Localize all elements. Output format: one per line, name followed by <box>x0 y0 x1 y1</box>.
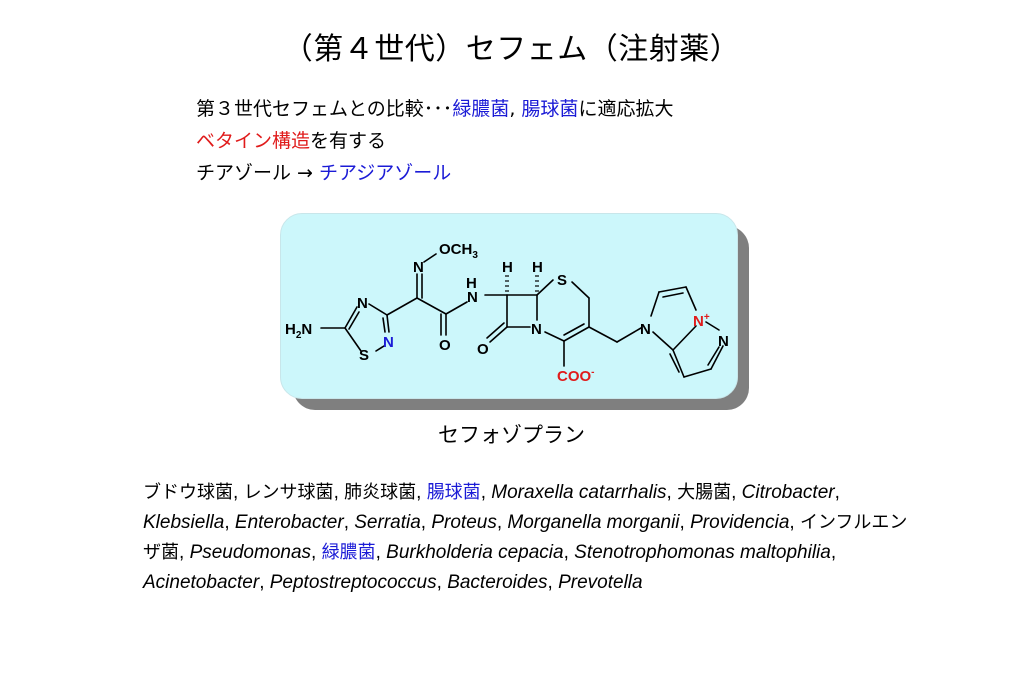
label-h2n: H2N <box>285 321 312 341</box>
separator: , <box>436 572 448 593</box>
label-och3: OCH3 <box>439 241 478 261</box>
label-n-amide: N <box>467 289 478 306</box>
page-title: （第４世代）セフェム（注射薬） <box>282 32 741 67</box>
organism-name: Peptostreptococcus <box>269 572 437 593</box>
separator: , <box>375 542 387 563</box>
separator: , <box>666 482 678 503</box>
point-1-prefix: 第３世代セフェムとの比較･･･ <box>196 98 453 120</box>
separator: , <box>547 572 559 593</box>
organism-name: Bacteroides <box>447 572 548 593</box>
label-n-imine: N <box>413 259 424 276</box>
point-3-thiadiazole: チアジアゾール <box>319 162 452 184</box>
organism-name: Stenotrophomonas maltophilia <box>574 542 831 563</box>
organism-name: Morganella morganii <box>507 512 680 533</box>
separator: , <box>731 482 742 503</box>
label-s-thiadiazole: S <box>359 347 369 364</box>
label-n-plus: N+ <box>693 312 710 330</box>
organism-name: Moraxella catarrhalis <box>491 482 667 503</box>
organism-name: 肺炎球菌 <box>344 482 417 503</box>
separator: , <box>420 512 432 533</box>
label-s-ring: S <box>557 272 567 289</box>
point-2-betaine: ベタイン構造 <box>196 130 311 152</box>
organism-name: Klebsiella <box>143 512 225 533</box>
separator: , <box>224 512 235 533</box>
separator: , <box>834 482 840 503</box>
organism-name: インフルエンザ菌 <box>143 512 908 563</box>
separator: , <box>259 572 270 593</box>
point-line-1: 第３世代セフェムとの比較･･･緑膿菌, 腸球菌に適応拡大 <box>196 93 673 125</box>
point-line-3: チアゾール → チアジアゾール <box>196 157 673 189</box>
organism-name: Acinetobacter <box>143 572 260 593</box>
label-o-amide: O <box>439 337 451 354</box>
organism-name: Citrobacter <box>741 482 835 503</box>
label-h-right: H <box>532 259 543 276</box>
organism-name: レンサ球菌 <box>243 482 334 503</box>
structure-panel: OCH3 N H H H N S N N S H2N O O N COO- N … <box>280 213 738 399</box>
label-n-imidazo: N <box>640 321 651 338</box>
point-3-prefix: チアゾール → <box>196 162 313 184</box>
organism-name: Burkholderia cepacia <box>386 542 564 563</box>
point-1-comma: , <box>509 98 516 120</box>
label-n-thiadiazole-blue: N <box>383 334 394 351</box>
organism-name: Proteus <box>431 512 497 533</box>
organism-name: Providencia <box>690 512 790 533</box>
organism-name: 大腸菌 <box>677 482 732 503</box>
separator: , <box>343 512 355 533</box>
separator: , <box>179 542 190 563</box>
separator: , <box>679 512 691 533</box>
label-n-thiadiazole-top: N <box>357 295 368 312</box>
label-coo-minus: COO- <box>557 367 595 385</box>
separator: , <box>416 482 427 503</box>
point-2-suffix: を有する <box>310 130 387 152</box>
cefozopran-structure: OCH3 N H H H N S N N S H2N O O N COO- N … <box>285 241 729 385</box>
separator: , <box>480 482 492 503</box>
label-h-amide: H <box>466 275 477 292</box>
organism-name: ブドウ球菌 <box>143 482 233 503</box>
key-points: 第３世代セフェムとの比較･･･緑膿菌, 腸球菌に適応拡大 ベタイン構造を有する … <box>196 93 673 189</box>
bacteria-spectrum-list: ブドウ球菌, レンサ球菌, 肺炎球菌, 腸球菌, Moraxella catar… <box>143 478 923 598</box>
point-line-2: ベタイン構造を有する <box>196 125 673 157</box>
separator: , <box>311 542 322 563</box>
separator: , <box>563 542 575 563</box>
point-1-enterococcus: 腸球菌 <box>521 98 579 120</box>
organism-name: Pseudomonas <box>189 542 312 563</box>
separator: , <box>496 512 508 533</box>
label-o-lactam: O <box>477 341 489 358</box>
organism-name: Enterobacter <box>234 512 344 533</box>
separator: , <box>333 482 345 503</box>
label-n-lactam: N <box>531 321 542 338</box>
separator: , <box>233 482 244 503</box>
label-n-pyridazine: N <box>718 333 729 350</box>
organism-name: 腸球菌 <box>426 482 481 503</box>
point-1-pseudomonas: 緑膿菌 <box>452 98 510 120</box>
point-1-suffix: に適応拡大 <box>578 98 674 120</box>
drug-name-caption: セフォゾプラン <box>438 423 585 447</box>
organism-name: Serratia <box>354 512 421 533</box>
label-h-left: H <box>502 259 513 276</box>
organism-name: Prevotella <box>558 572 643 593</box>
separator: , <box>789 512 800 533</box>
separator: , <box>830 542 837 563</box>
organism-name: 緑膿菌 <box>321 542 376 563</box>
